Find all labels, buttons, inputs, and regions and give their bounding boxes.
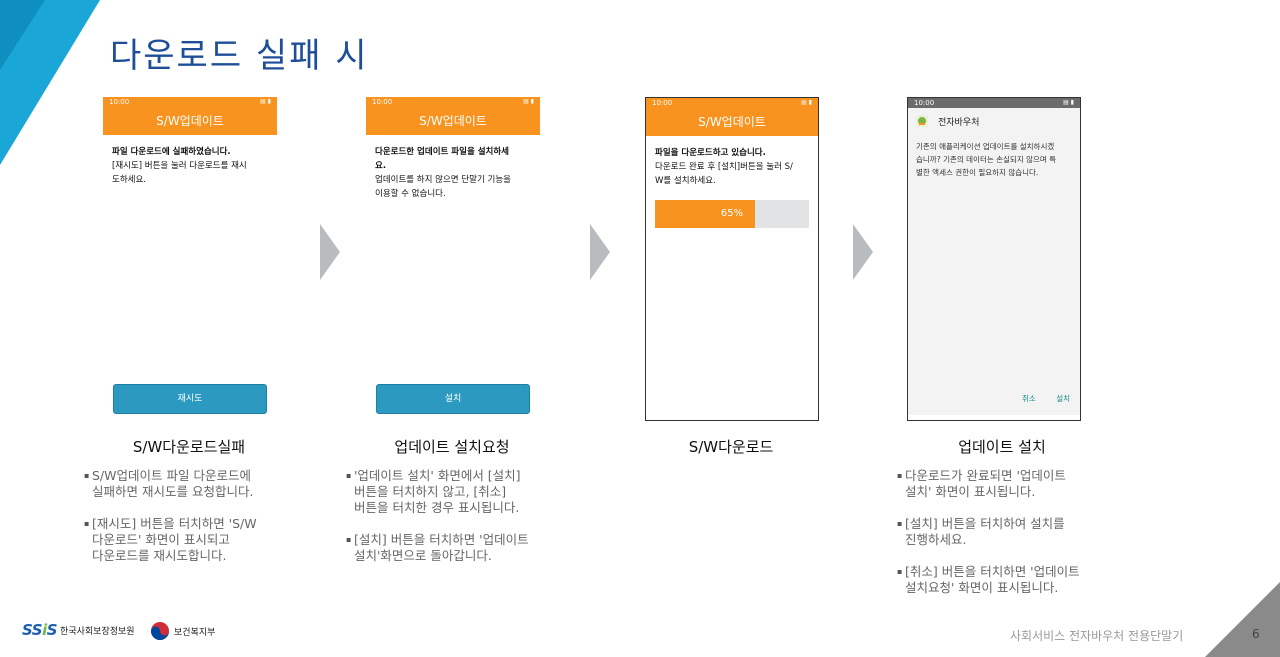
phone-screen-install-request: 10:00 ▤ ▮ S/W업데이트 다운로드한 업데이트 파일을 설치하세 요.… (366, 97, 540, 421)
notes-install-request: ▪'업데이트 설치' 화면에서 [설치] 버튼을 터치하지 않고, [취소] 버… (346, 468, 529, 580)
phone-screen-downloading: 10:00 ▤ ▮ S/W업데이트 파일을 다운로드하고 있습니다. 다운로드 … (645, 97, 819, 421)
page-title: 다운로드 실패 시 (110, 36, 369, 76)
status-bar: 10:00 ▤ ▮ (366, 97, 540, 107)
dialog-message: 기존의 애플리케이션 업데이트를 설치하시겠 습니까? 기존의 데이터는 손실되… (916, 142, 1057, 177)
progress-fill (655, 200, 756, 228)
status-bar: 10:00 ▤ ▮ (908, 98, 1080, 108)
cancel-button[interactable]: 취소 (1021, 394, 1036, 403)
list-item: ▪[취소] 버튼을 터치하면 '업데이트 설치요청' 화면이 표시됩니다. (897, 564, 1080, 595)
dialog-title: 전자바우처 (938, 117, 980, 128)
retry-button[interactable]: 재시도 (113, 384, 267, 414)
notes-download-failed: ▪S/W업데이트 파일 다운로드에 실패하면 재시도를 요청합니다. ▪[재시도… (84, 468, 257, 580)
progress-label: 65% (720, 208, 744, 219)
message-text: 업데이트를 하지 않으면 단말기 기능을 이용할 수 없습니다. (375, 175, 511, 199)
battery-icon: ▤ ▮ (260, 98, 271, 105)
battery-icon: ▤ ▮ (523, 98, 534, 105)
status-bar: 10:00 ▤ ▮ (646, 98, 818, 108)
dialog-actions: 취소 설치 (1004, 392, 1070, 405)
app-bar-title: S/W업데이트 (103, 107, 277, 135)
status-bar: 10:00 ▤ ▮ (103, 97, 277, 107)
app-bar-title: S/W업데이트 (366, 107, 540, 135)
taegeuk-icon (151, 622, 169, 640)
chevron-right-icon (590, 224, 610, 280)
corner-decoration-bottom-right (1205, 582, 1280, 657)
download-progress-bar: 65% (655, 200, 809, 228)
page-number: 6 (1252, 627, 1260, 641)
install-button[interactable]: 설치 (1056, 394, 1070, 403)
battery-icon: ▤ ▮ (1063, 99, 1074, 106)
message-heading: 파일을 다운로드하고 있습니다. (655, 148, 766, 158)
corner-decoration-top-left (0, 0, 100, 165)
ssis-logo: SSiS 한국사회보장정보원 (22, 621, 135, 639)
caption-install-request: 업데이트 설치요청 (394, 438, 510, 456)
app-bar-title: S/W업데이트 (646, 108, 818, 136)
ministry-logo: 보건복지부 (150, 621, 215, 641)
notes-install: ▪다운로드가 완료되면 '업데이트 설치' 화면이 표시됩니다. ▪[설치] 버… (897, 468, 1080, 612)
status-time: 10:00 (914, 99, 935, 107)
list-item: ▪다운로드가 완료되면 '업데이트 설치' 화면이 표시됩니다. (897, 468, 1066, 499)
message-text: 다운로드 완료 후 [설치]버튼을 눌러 S/ W를 설치하세요. (655, 162, 793, 186)
footer-text: 사회서비스 전자바우처 전용단말기 (1010, 629, 1184, 643)
phone-screen-install-dialog: 10:00 ▤ ▮ 전자바우처 기존의 애플리케이션 업데이트를 설치하시겠 습… (907, 97, 1081, 421)
message-heading: 다운로드한 업데이트 파일을 설치하세 요. (375, 147, 509, 171)
status-time: 10:00 (109, 98, 130, 106)
list-item: ▪'업데이트 설치' 화면에서 [설치] 버튼을 터치하지 않고, [취소] 버… (346, 468, 521, 515)
battery-icon: ▤ ▮ (801, 99, 812, 106)
org-name: 한국사회보장정보원 (60, 626, 135, 637)
caption-install: 업데이트 설치 (958, 438, 1046, 456)
message-text: [재시도] 버튼을 눌러 다운로드를 재시 도하세요. (112, 161, 247, 185)
list-item: ▪[재시도] 버튼을 터치하면 'S/W 다운로드' 화면이 표시되고 다운로드… (84, 516, 257, 563)
list-item: ▪S/W업데이트 파일 다운로드에 실패하면 재시도를 요청합니다. (84, 468, 254, 499)
status-time: 10:00 (652, 99, 673, 107)
status-time: 10:00 (372, 98, 393, 106)
chevron-right-icon (320, 224, 340, 280)
caption-downloading: S/W다운로드 (688, 438, 774, 456)
install-button[interactable]: 설치 (376, 384, 530, 414)
list-item: ▪[설치] 버튼을 터치하면 '업데이트 설치'화면으로 돌아갑니다. (346, 532, 529, 563)
list-item: ▪[설치] 버튼을 터치하여 설치를 진행하세요. (897, 516, 1065, 547)
caption-download-failed: S/W다운로드실패 (132, 438, 246, 456)
app-icon (916, 115, 928, 127)
phone-screen-download-failed: 10:00 ▤ ▮ S/W업데이트 파일 다운로드에 실패하였습니다. [재시도… (103, 97, 277, 421)
dialog-header: 전자바우처 (908, 108, 1080, 134)
ministry-name: 보건복지부 (174, 627, 216, 638)
chevron-right-icon (853, 224, 873, 280)
message-heading: 파일 다운로드에 실패하였습니다. (112, 147, 231, 157)
